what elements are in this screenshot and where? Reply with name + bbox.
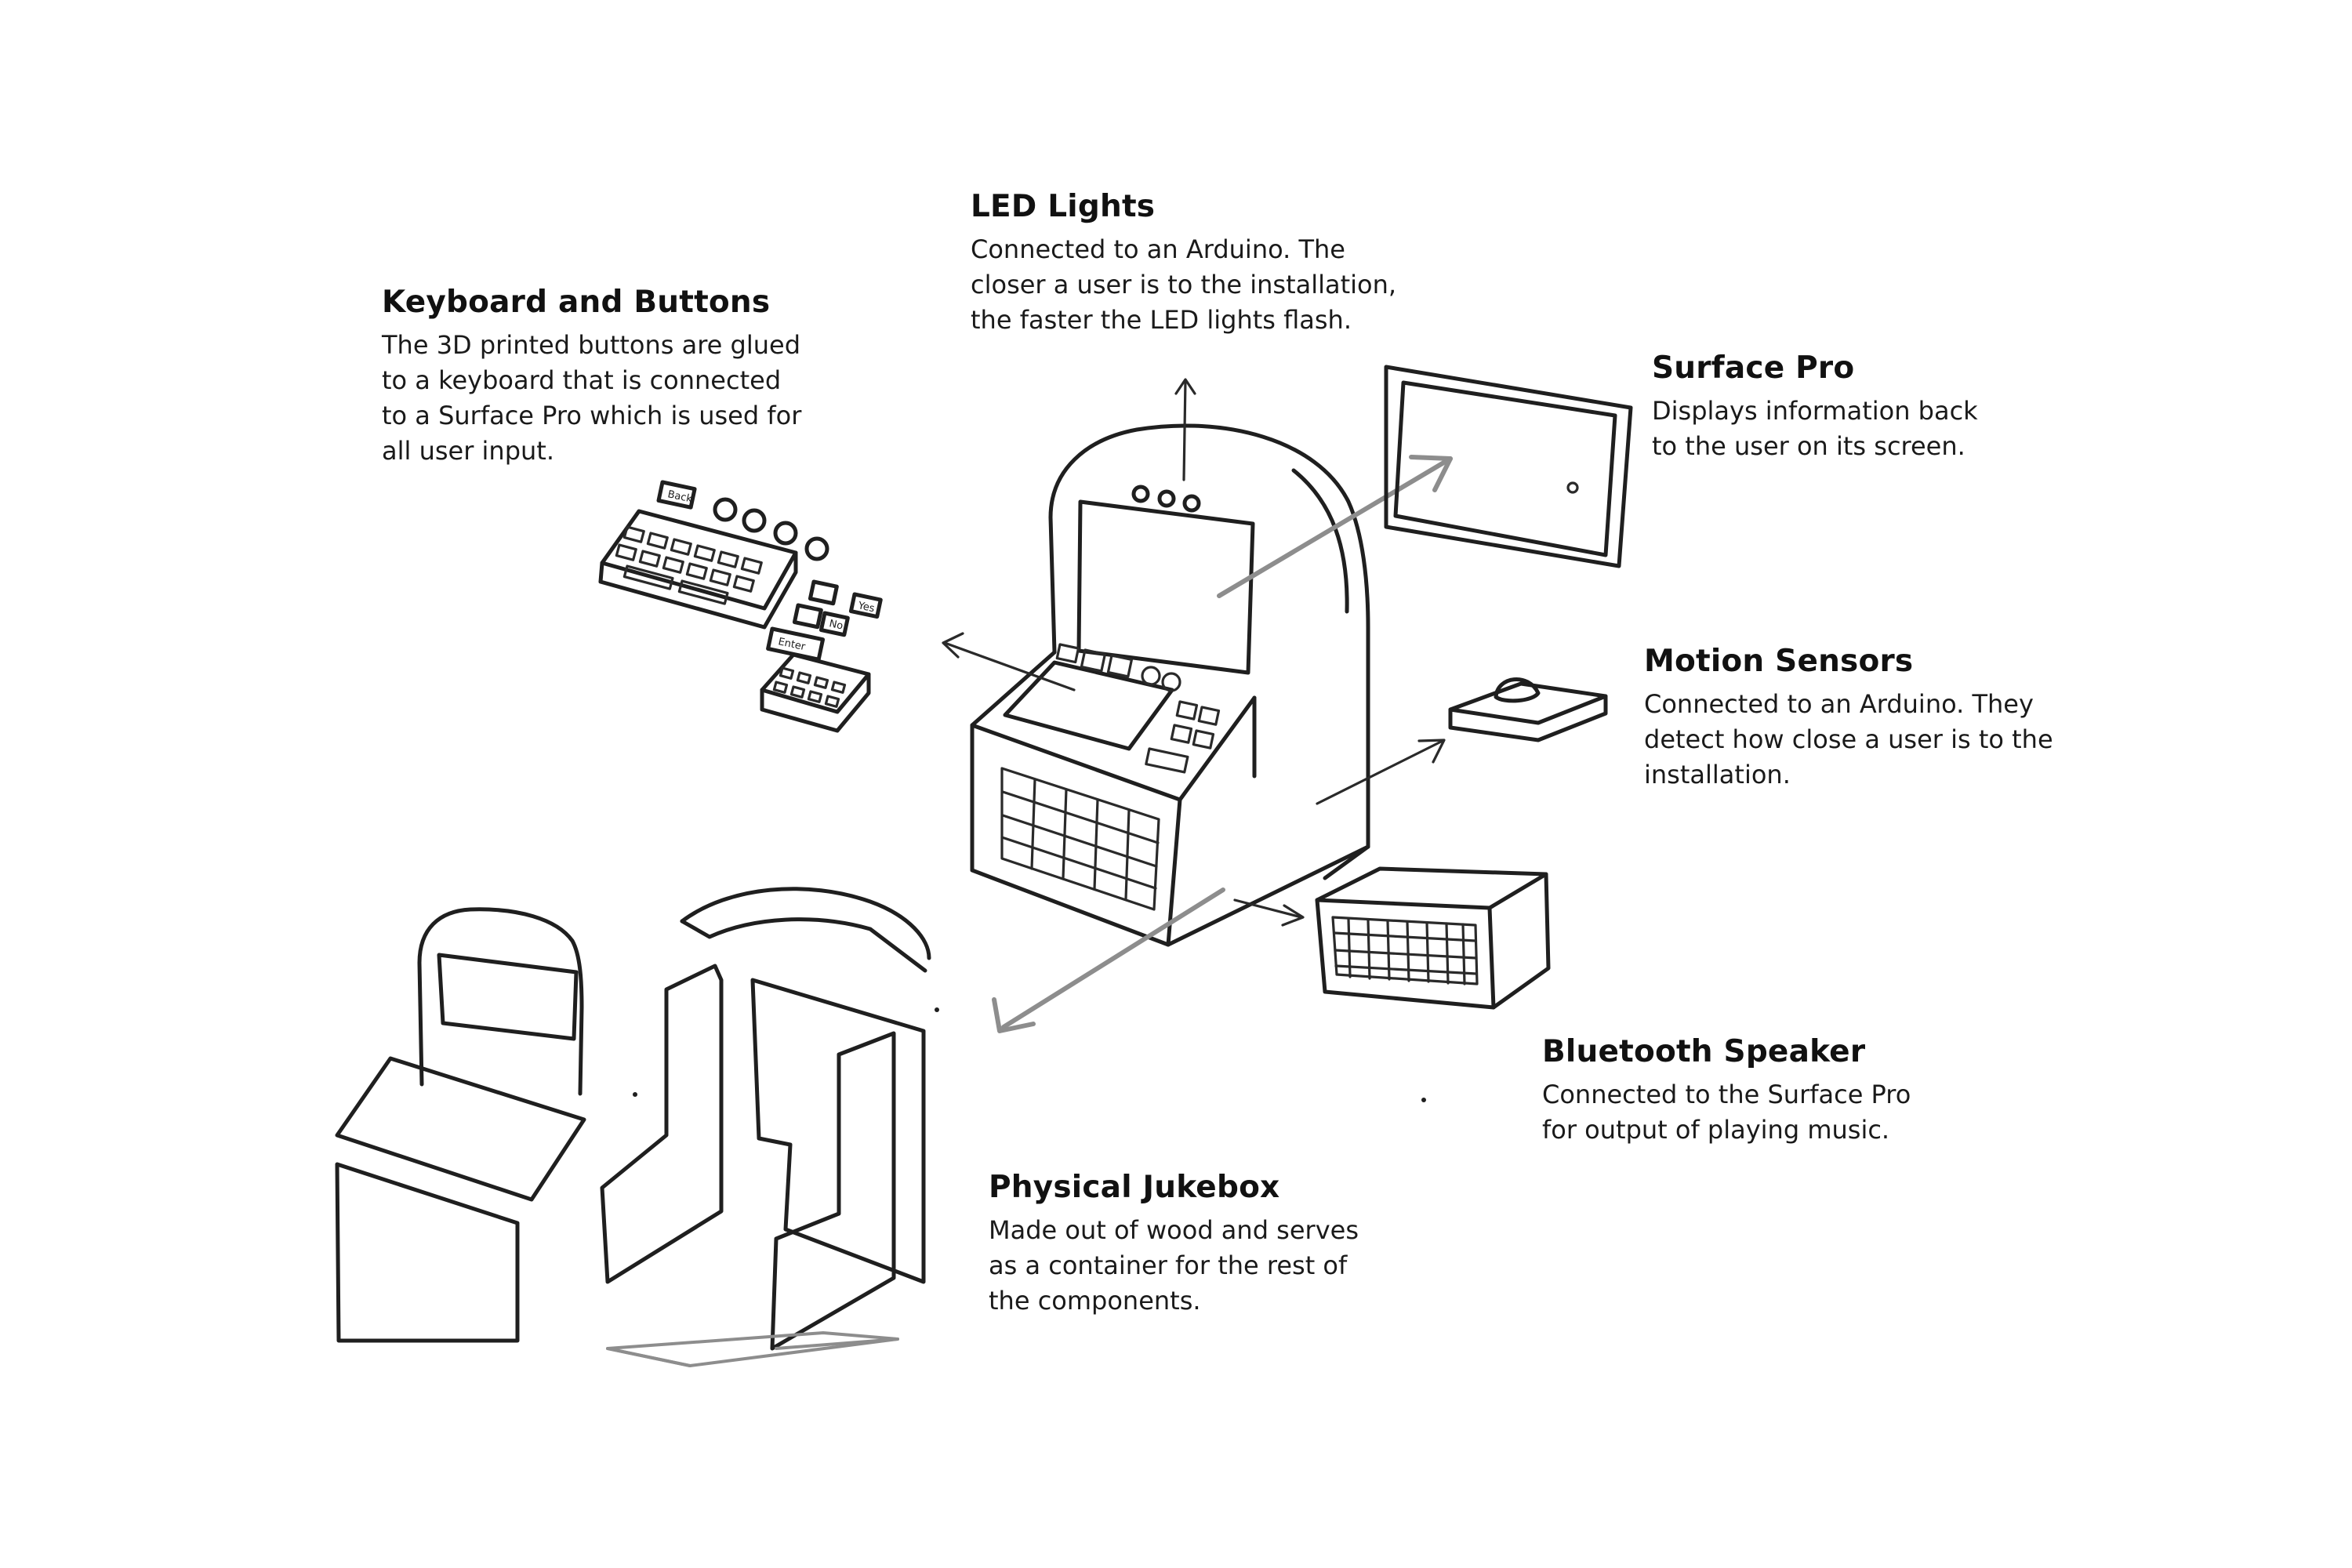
surface-pro-desc: Displays information back to the user on… <box>1652 394 2060 464</box>
assembled-jukebox <box>942 378 1453 1033</box>
callout-motion-sensors: Motion Sensors Connected to an Arduino. … <box>1644 643 2130 793</box>
jukebox-desc-line-2: as a container for the rest of <box>989 1250 1348 1280</box>
led-desc-line-3: the faster the LED lights flash. <box>971 305 1352 335</box>
motion-sensor-sketch <box>1448 677 1608 742</box>
keyboard-title: Keyboard and Buttons <box>382 285 771 320</box>
keyboard-desc-line-2: to a keyboard that is connected <box>382 365 782 395</box>
surface-pro-title: Surface Pro <box>1652 350 1855 386</box>
jukebox-desc-line-3: the components. <box>989 1286 1201 1316</box>
led-desc-line-2: closer a user is to the installation, <box>971 270 1397 299</box>
bluetooth-speaker-title: Bluetooth Speaker <box>1542 1034 1866 1069</box>
surface-desc-line-1: Displays information back <box>1652 396 1978 426</box>
callout-surface-pro: Surface Pro Displays information back to… <box>1652 350 2060 464</box>
back-key-label: Back <box>666 488 693 505</box>
keyboard-desc-line-3: to a Surface Pro which is used for <box>382 401 802 430</box>
motion-desc-line-3: installation. <box>1644 760 1791 789</box>
motion-desc-line-2: detect how close a user is to the <box>1644 724 2053 754</box>
physical-jukebox-title: Physical Jukebox <box>989 1170 1280 1205</box>
led-lights-title: LED Lights <box>971 189 1156 224</box>
surface-pro-sketch <box>1384 365 1633 568</box>
exploded-jukebox-sketch <box>335 887 1426 1367</box>
yes-key-label: Yes <box>856 600 876 615</box>
speaker-desc-line-2: for output of playing music. <box>1542 1115 1890 1145</box>
led-desc-line-1: Connected to an Arduino. The <box>971 234 1345 264</box>
callout-physical-jukebox: Physical Jukebox Made out of wood and se… <box>989 1169 1428 1319</box>
keyboard-desc: The 3D printed buttons are glued to a ke… <box>382 328 837 469</box>
enter-key-label: Enter <box>777 636 807 653</box>
callout-keyboard-buttons: Keyboard and Buttons The 3D printed butt… <box>382 284 837 469</box>
callout-bluetooth-speaker: Bluetooth Speaker Connected to the Surfa… <box>1542 1033 1981 1148</box>
keyboard-desc-line-1: The 3D printed buttons are glued <box>382 330 801 360</box>
motion-sensors-title: Motion Sensors <box>1644 644 1914 679</box>
motion-sensors-desc: Connected to an Arduino. They detect how… <box>1644 687 2130 793</box>
callout-led-lights: LED Lights Connected to an Arduino. The … <box>971 188 1472 338</box>
no-key-label: No <box>828 618 844 632</box>
motion-desc-line-1: Connected to an Arduino. They <box>1644 689 2034 719</box>
keyboard-sketch: Back Yes No Enter <box>598 480 883 733</box>
surface-desc-line-2: to the user on its screen. <box>1652 431 1965 461</box>
bluetooth-speaker-desc: Connected to the Surface Pro for output … <box>1542 1077 1981 1148</box>
jukebox-desc-line-1: Made out of wood and serves <box>989 1215 1359 1245</box>
speaker-sketch <box>1315 866 1551 1010</box>
led-lights-desc: Connected to an Arduino. The closer a us… <box>971 232 1472 338</box>
speaker-desc-line-1: Connected to the Surface Pro <box>1542 1080 1911 1109</box>
physical-jukebox-desc: Made out of wood and serves as a contain… <box>989 1213 1428 1319</box>
keyboard-desc-line-4: all user input. <box>382 436 555 466</box>
